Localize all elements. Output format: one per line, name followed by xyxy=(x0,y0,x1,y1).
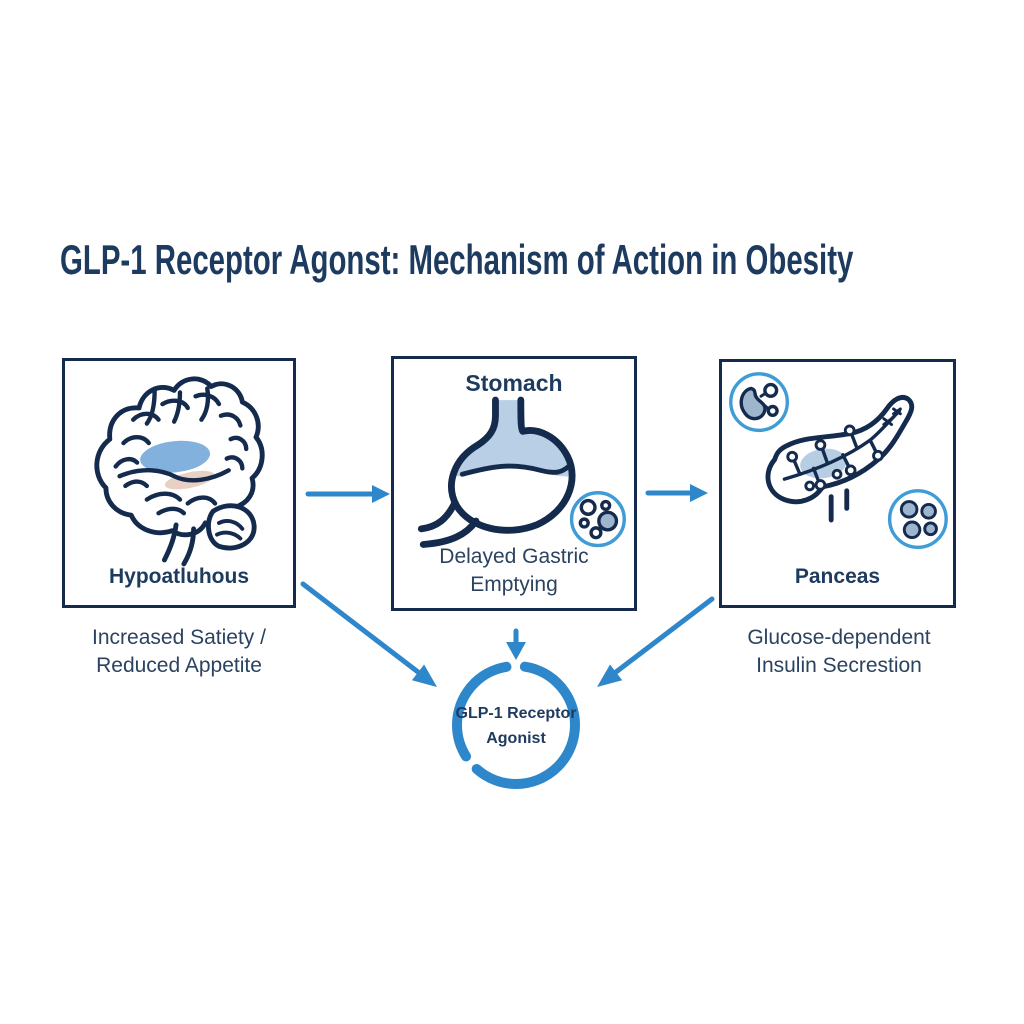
insulin-granules-icon xyxy=(887,489,948,550)
cerebrum-outline xyxy=(94,376,265,538)
pancreatic-duct xyxy=(782,407,902,483)
caption-line: Emptying xyxy=(470,573,558,596)
heading-stomach: Stomach xyxy=(465,370,563,396)
arrow-pancreas-to-center xyxy=(597,596,715,687)
center-label-line: Agonist xyxy=(486,730,546,747)
caption-stomach: Delayed Gastric Emptying xyxy=(394,543,634,599)
caption-line: Increased Satiety / xyxy=(92,626,266,649)
food-particles-icon xyxy=(569,491,626,548)
label-pancreas: Panceas xyxy=(794,565,881,588)
node-box-hypothalamus: Hypoatluhous xyxy=(62,358,296,608)
arrow-brain-to-stomach xyxy=(305,485,390,503)
hypothalamus-highlight xyxy=(140,440,211,473)
duct-acini-dots xyxy=(786,424,884,492)
stomach-icon xyxy=(417,396,626,548)
caption-line: Glucose-dependent xyxy=(747,626,931,649)
cerebellum-folds xyxy=(215,519,245,541)
pancreas-icon xyxy=(729,372,948,550)
page-title: GLP-1 Receptor Agonst: Mechanism of Acti… xyxy=(60,236,854,283)
center-label-line: GLP-1 Receptor xyxy=(455,705,577,722)
brain-icon xyxy=(94,376,265,567)
node-box-pancreas: Panceas xyxy=(719,359,956,608)
center-node-label: GLP-1 Receptor Agonist xyxy=(446,701,586,751)
cerebellum-outline xyxy=(206,503,257,551)
duodenum-connection xyxy=(828,488,850,523)
caption-pancreas: Glucose-dependent Insulin Secrestion xyxy=(698,624,980,680)
caption-line: Delayed Gastric xyxy=(439,545,589,568)
arrow-stomach-to-center xyxy=(506,628,526,660)
brainstem xyxy=(161,522,197,567)
pancreas-outline xyxy=(765,395,915,505)
caption-line: Insulin Secrestion xyxy=(756,654,922,677)
incretin-molecule-icon xyxy=(729,372,790,433)
node-box-stomach: Stomach Delayed Gastric Emptying xyxy=(391,356,637,611)
duodenum xyxy=(417,500,480,548)
arrow-stomach-to-pancreas xyxy=(645,484,708,502)
stomach-outline xyxy=(448,396,576,534)
caption-line: Reduced Appetite xyxy=(96,654,262,677)
caption-hypothalamus: Increased Satiety / Reduced Appetite xyxy=(38,624,320,680)
label-hypothalamus: Hypoatluhous xyxy=(109,565,249,588)
gyri-lines xyxy=(113,386,249,516)
fill-line xyxy=(459,463,572,477)
